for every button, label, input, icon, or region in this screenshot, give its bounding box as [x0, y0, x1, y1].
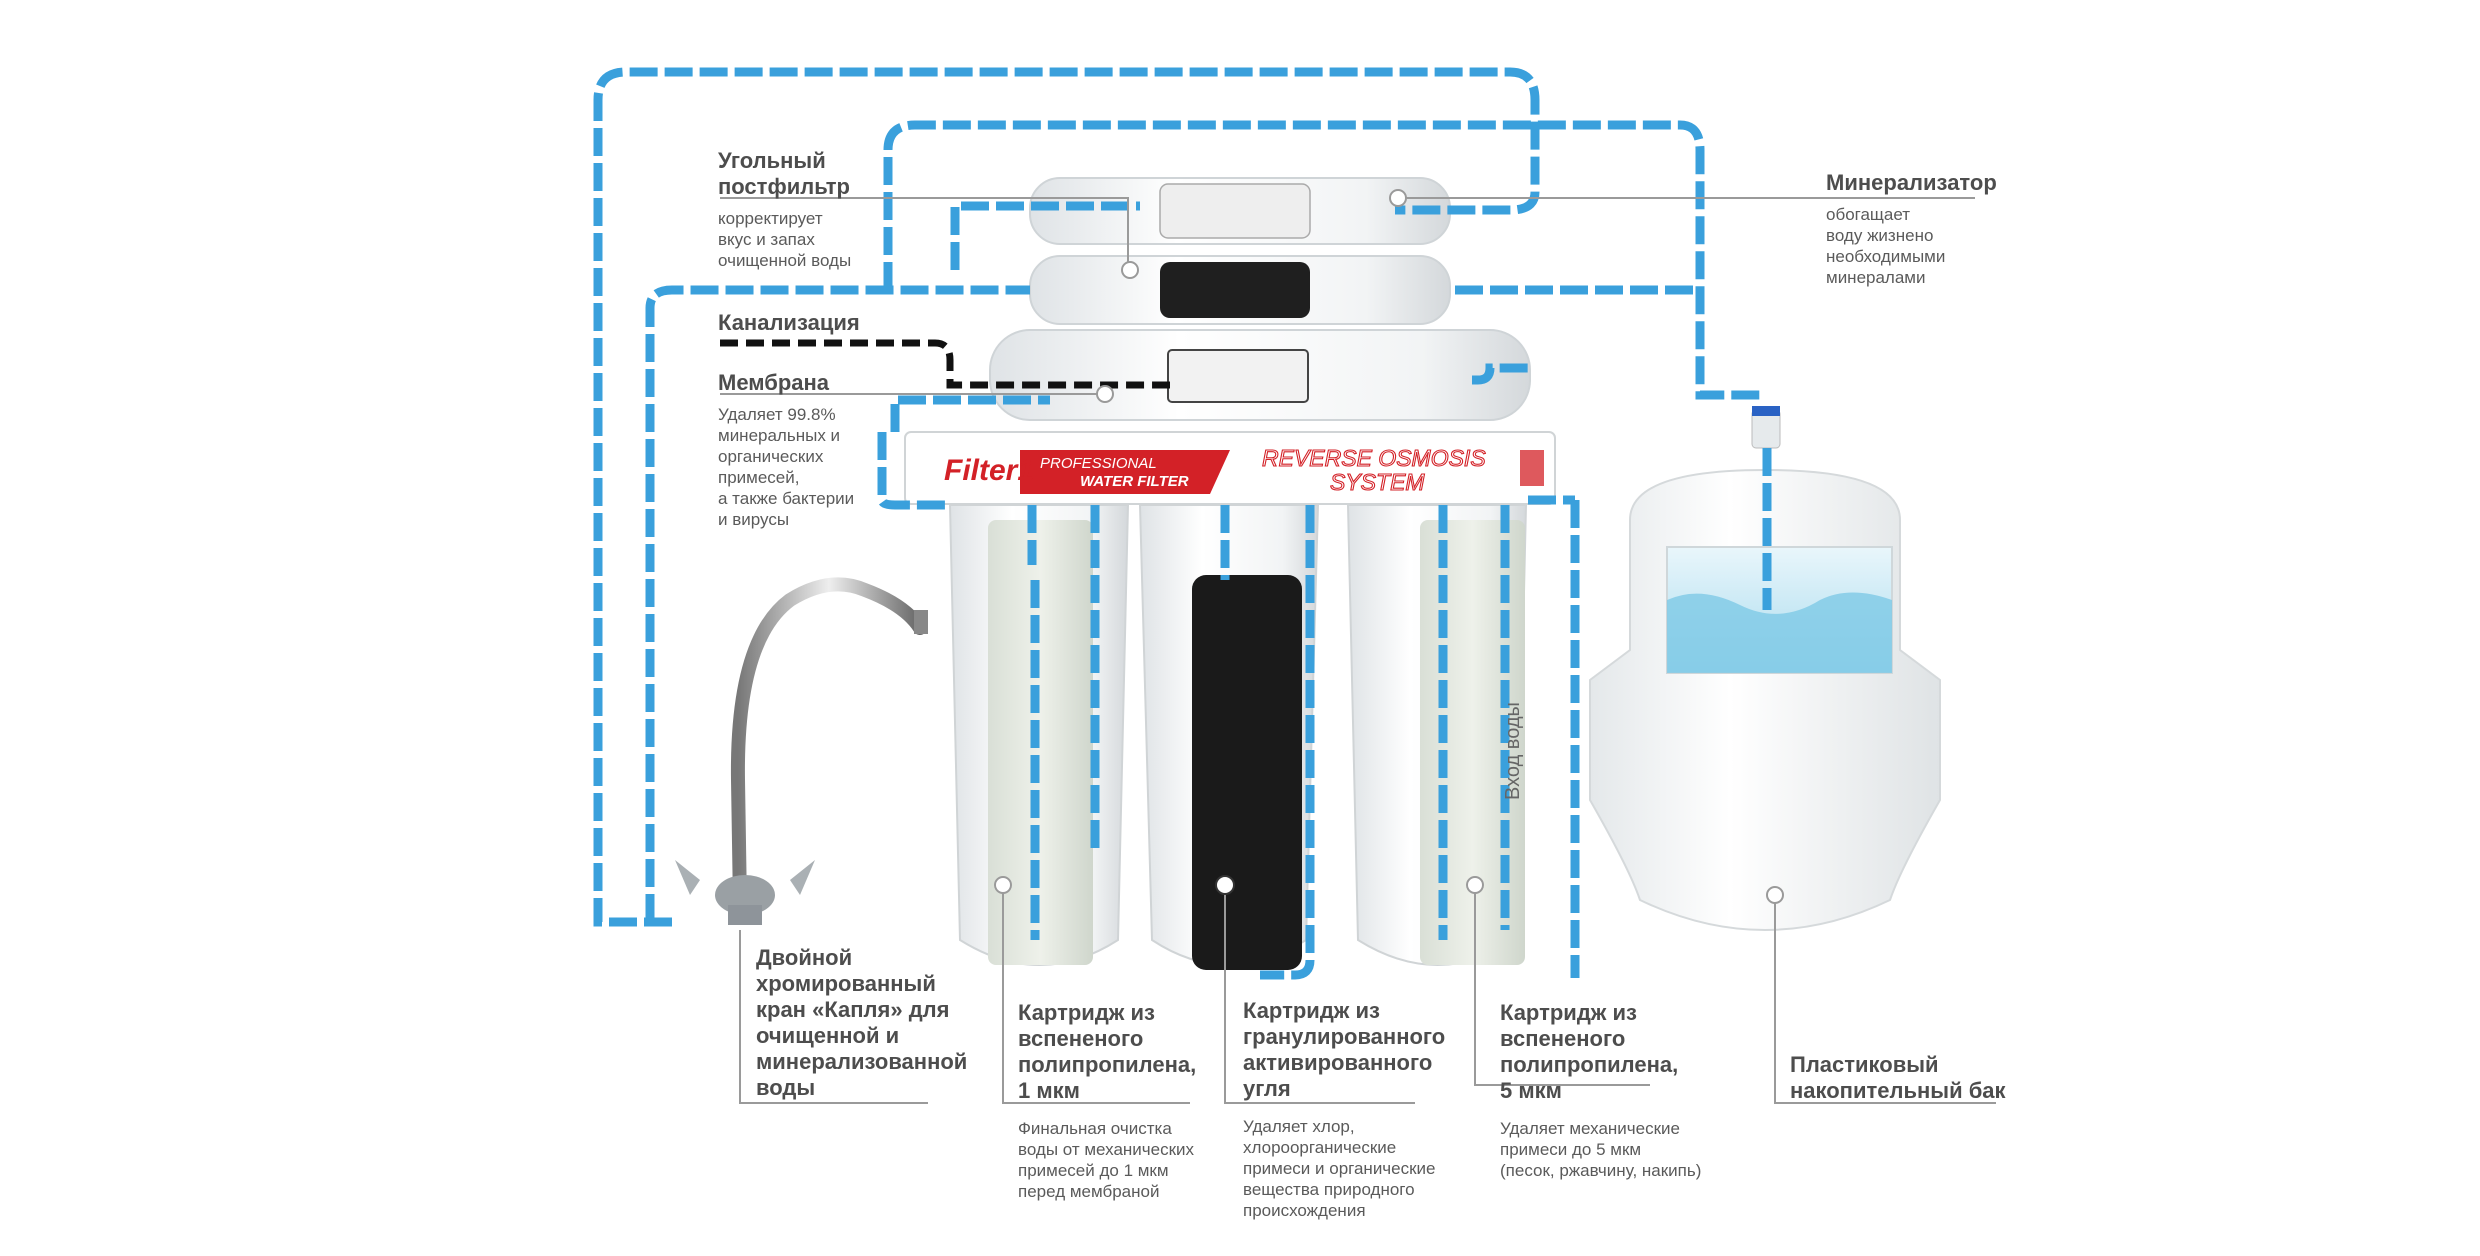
storage-tank [1589, 406, 1941, 931]
cartridge-2-title: Картридж из гранулированного активирован… [1243, 998, 1446, 1101]
water-pipes [593, 67, 1772, 980]
cartridge-2-desc: Удаляет хлор, хлороорганические примеси … [1243, 1117, 1436, 1220]
label-cartridge-2: Картридж из гранулированного активирован… [1243, 998, 1445, 1221]
brand-bracket [904, 431, 1556, 505]
mineralizer-desc: обогащает воду жизнено необходимыми мине… [1826, 205, 1946, 287]
cartridge-3-title: Картридж из вспененого полипропилена, 5 … [1500, 1000, 1679, 1103]
label-faucet: Двойной хромированный кран «Капля» для о… [756, 945, 967, 1101]
brand-logo: Filter1 [944, 454, 1034, 487]
label-mineralizer: Минерализатор обогащает воду жизнено нео… [1826, 170, 1997, 288]
cartridge-3-desc: Удаляет механические примеси до 5 мкм (п… [1500, 1119, 1702, 1180]
mineralizer-title: Минерализатор [1826, 170, 1997, 195]
tank-title: Пластиковый накопительный бак [1790, 1052, 2006, 1103]
membrane-title: Мембрана [718, 370, 830, 395]
label-cartridge-3: Картридж из вспененого полипропилена, 5 … [1500, 1000, 1701, 1181]
top-filters [989, 177, 1531, 421]
label-inlet: Вход воды [1500, 660, 1526, 800]
faucet-title: Двойной хромированный кран «Капля» для о… [756, 945, 968, 1100]
postfilter-desc: корректирует вкус и запах очищенной воды [718, 209, 852, 270]
callout-dots [994, 189, 1784, 904]
brand-line2: WATER FILTER [1080, 473, 1189, 490]
faucet [675, 577, 928, 925]
membrane-desc: Удаляет 99.8% минеральных и органических… [718, 405, 855, 529]
brand-red-band [1020, 450, 1230, 494]
brand-system2: SYSTEM [1330, 469, 1425, 495]
drain-title: Канализация [718, 310, 860, 335]
cartridge-1-desc: Финальная очистка воды от механических п… [1018, 1119, 1195, 1201]
label-tank: Пластиковый накопительный бак [1790, 1052, 2006, 1104]
callout-lines [720, 197, 1996, 1104]
postfilter-media [1160, 262, 1310, 318]
cartridge-2-media [1192, 575, 1302, 970]
brand-system1: REVERSE OSMOSIS [1262, 445, 1486, 471]
housing-2 [1138, 504, 1320, 970]
membrane-media [1167, 349, 1309, 403]
mineralizer-media [1159, 183, 1311, 239]
label-membrane: Мембрана Удаляет 99.8% минеральных и орг… [718, 370, 854, 530]
drain-line [720, 339, 1170, 389]
cartridge-1-media [988, 520, 1093, 965]
cartridge-1-title: Картридж из вспененого полипропилена, 1 … [1018, 1000, 1197, 1103]
label-cartridge-1: Картридж из вспененого полипропилена, 1 … [1018, 1000, 1196, 1202]
label-drain: Канализация [718, 310, 860, 336]
label-postfilter: Угольный постфильтр корректирует вкус и … [718, 148, 851, 271]
brand-line1: PROFESSIONAL [1040, 455, 1157, 472]
postfilter-title: Угольный постфильтр [718, 148, 850, 199]
inlet-title: Вход воды [1502, 702, 1524, 800]
